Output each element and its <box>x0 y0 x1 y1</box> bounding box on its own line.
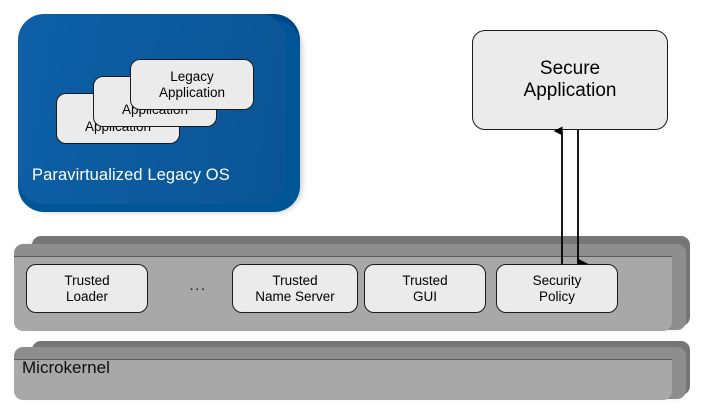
paravirtualized-legacy-os-label: Paravirtualized Legacy OS <box>32 166 230 184</box>
microkernel-label: Microkernel <box>22 358 110 377</box>
microkernel-face <box>14 359 672 400</box>
services-ellipsis: ... <box>189 277 207 294</box>
microkernel-band <box>14 339 690 400</box>
